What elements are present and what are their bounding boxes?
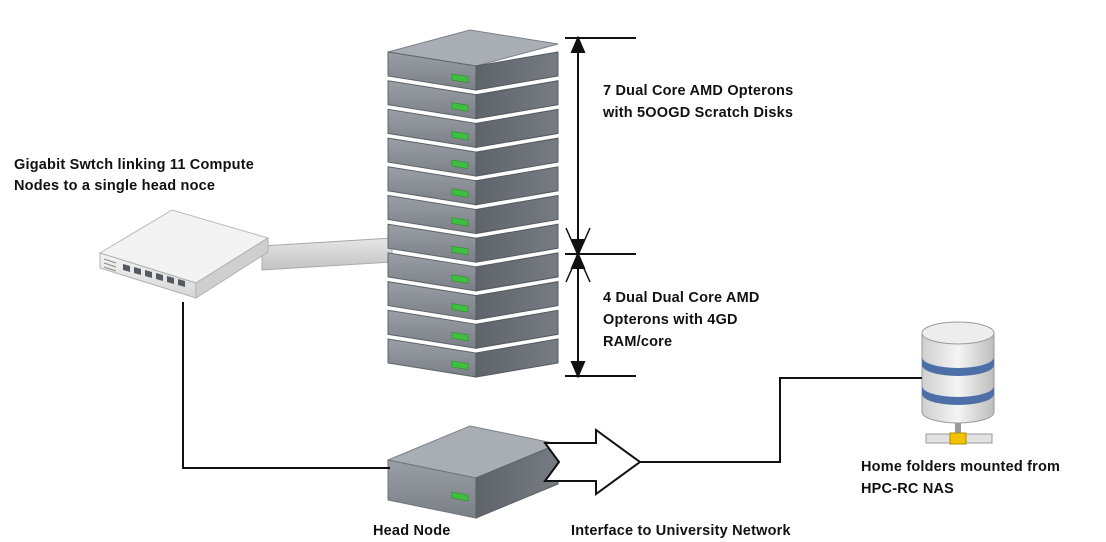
interface-arrow-icon bbox=[543, 428, 642, 496]
compute-node-icon bbox=[387, 137, 559, 177]
bottom-group-label-line1: 4 Dual Dual Core AMD bbox=[603, 290, 760, 306]
group-brackets bbox=[565, 35, 636, 379]
compute-node-icon bbox=[387, 252, 559, 292]
nas-storage-icon bbox=[921, 321, 995, 445]
switch-to-head-node-line bbox=[182, 302, 390, 469]
compute-node-icon bbox=[387, 194, 559, 235]
compute-node-icon bbox=[387, 338, 559, 378]
connection-lines bbox=[182, 302, 922, 469]
switch-icon bbox=[98, 209, 270, 299]
server-rack bbox=[387, 29, 559, 378]
bottom-group-label-line3: RAM/core bbox=[603, 334, 673, 350]
bottom-group-label-line2: Opterons with 4GD bbox=[603, 312, 738, 328]
switch-ports bbox=[123, 264, 185, 288]
compute-node-icon bbox=[387, 223, 559, 263]
switch-label-line2: Nodes to a single head noce bbox=[14, 178, 216, 194]
interface-label: Interface to University Network bbox=[571, 523, 791, 539]
compute-node-icon bbox=[387, 108, 559, 148]
compute-node-icon bbox=[387, 51, 559, 91]
nas-label-line1: Home folders mounted from bbox=[861, 459, 1061, 475]
compute-node-icon bbox=[387, 309, 559, 349]
head-node-icon bbox=[386, 425, 560, 519]
head-node-label: Head Node bbox=[373, 523, 451, 539]
interface-to-nas-line bbox=[640, 377, 922, 463]
top-group-label-line2: with 5OOGD Scratch Disks bbox=[603, 105, 794, 121]
switch-rack-cable bbox=[261, 237, 393, 271]
compute-node-icon bbox=[387, 281, 559, 321]
switch-vent bbox=[103, 258, 117, 272]
compute-node-icon bbox=[387, 80, 559, 120]
switch-label-line1: Gigabit Swtch linking 11 Compute bbox=[14, 157, 255, 173]
compute-node-icon bbox=[387, 166, 559, 206]
top-group-label-line1: 7 Dual Core AMD Opterons bbox=[603, 83, 794, 99]
nas-label-line2: HPC-RC NAS bbox=[861, 481, 955, 497]
